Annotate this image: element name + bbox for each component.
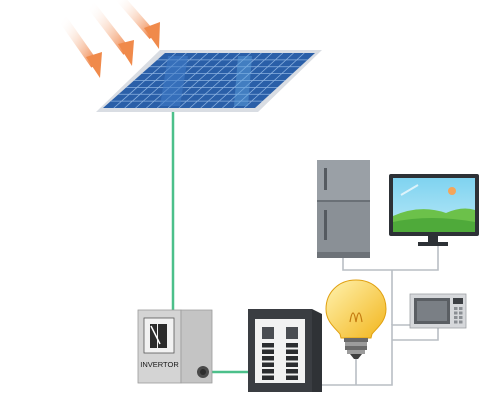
breaker-switch — [286, 375, 298, 380]
microwave-button — [454, 307, 458, 310]
sun-ray — [58, 15, 102, 78]
breaker-switch — [262, 356, 274, 361]
inverter-icon: INVERTOR — [137, 309, 213, 384]
breaker-switch — [286, 349, 298, 354]
breaker-switch — [286, 369, 298, 374]
breaker-switch — [262, 362, 274, 367]
power-wiring — [322, 246, 439, 386]
breaker-switch — [286, 356, 298, 361]
microwave-button — [459, 320, 463, 324]
sun-ray — [86, 1, 134, 66]
microwave-button — [454, 320, 458, 324]
microwave-icon — [409, 293, 467, 329]
refrigerator-icon — [317, 160, 370, 258]
breaker-switch — [262, 369, 274, 374]
breaker-switch — [262, 343, 274, 348]
breaker-switch — [262, 349, 274, 354]
television-icon — [389, 174, 479, 246]
breaker-switch — [286, 343, 298, 348]
inverter-label: INVERTOR — [140, 360, 179, 369]
breaker-switch — [286, 362, 298, 367]
microwave-button — [459, 311, 463, 315]
microwave-button — [454, 311, 458, 315]
breaker-switch — [262, 375, 274, 380]
microwave-button — [459, 307, 463, 310]
sun-rays-icon — [58, 0, 160, 78]
solar-panel-icon — [96, 50, 322, 112]
breaker-box-icon — [248, 309, 322, 392]
sun-ray — [115, 0, 160, 49]
microwave-button — [454, 316, 458, 319]
light-bulb-icon — [325, 279, 387, 359]
microwave-button — [459, 316, 463, 319]
